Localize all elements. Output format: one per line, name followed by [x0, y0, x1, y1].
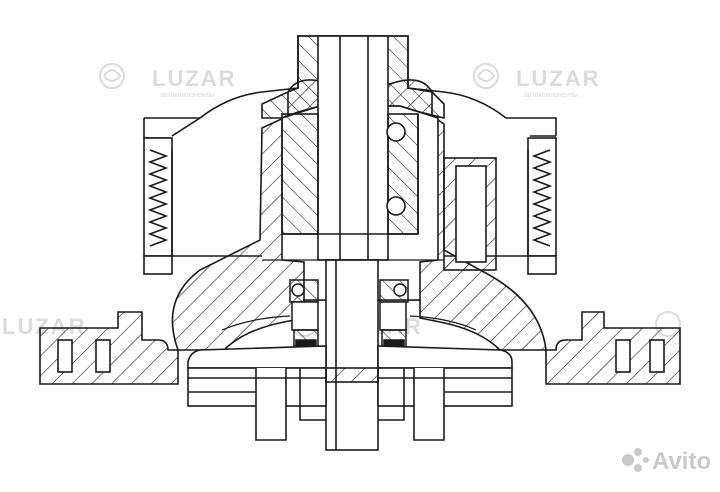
avito-label: Avito	[652, 448, 711, 475]
base-flange	[39, 311, 681, 385]
watermark-top-right: LUZAR автокомпоненты	[473, 63, 601, 99]
watermark-tagline: автокомпоненты	[160, 92, 214, 99]
shaft-seal-right	[379, 279, 409, 357]
impeller	[187, 345, 513, 441]
section-lines	[221, 259, 477, 331]
avito-badge: Avito	[622, 448, 711, 475]
bearing-ball-icon	[386, 122, 406, 142]
bearing-assembly	[281, 113, 419, 235]
watermark-tagline: автокомпоненты	[524, 92, 578, 99]
luzar-logo-icon	[99, 63, 125, 89]
watermark-brand: LUZAR	[152, 66, 237, 91]
watermark-top-left: LUZAR автокомпоненты	[99, 63, 237, 99]
bearing-support	[443, 157, 497, 271]
bearing-ball-icon	[386, 196, 406, 216]
luzar-logo-icon	[473, 63, 499, 89]
shaft-seal-left	[289, 279, 319, 357]
avito-dots-icon	[622, 448, 649, 472]
watermark-brand: LUZAR	[516, 66, 601, 91]
